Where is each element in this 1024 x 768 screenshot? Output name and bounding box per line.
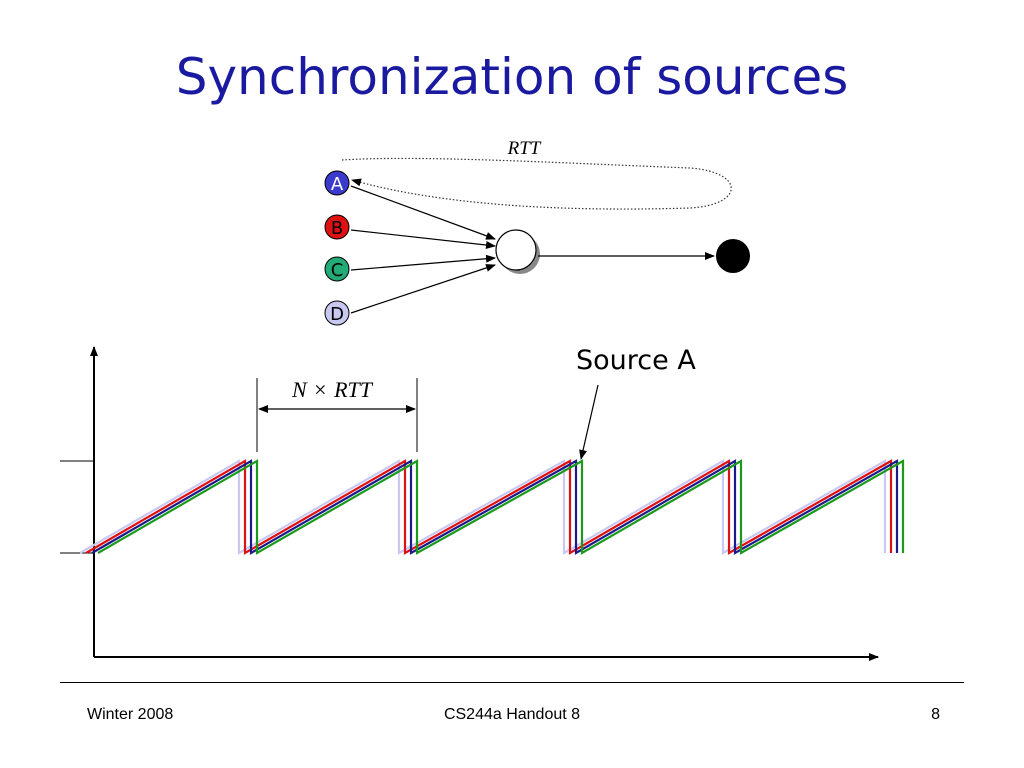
sawtooth-line-3 [91, 459, 899, 555]
interval-label: N × RTT [291, 377, 374, 402]
source-node-b-label: B [331, 218, 343, 239]
sawtooth-series [79, 459, 905, 555]
source-node-d-circle [324, 300, 350, 326]
footer-page-number: 8 [931, 706, 940, 723]
source-node-d-label: D [330, 304, 344, 325]
link-b [350, 229, 496, 249]
source-node-c-circle [324, 256, 350, 282]
footer-rule [60, 682, 964, 683]
source-node-b-circle [324, 214, 350, 240]
sawtooth-line-4 [97, 459, 905, 555]
source-node-a-label: A [331, 174, 344, 195]
slide-title: Synchronization of sources [175, 48, 849, 106]
footer-course: CS244a Handout 8 [443, 706, 581, 723]
source-node-c: C [324, 256, 350, 282]
network-diagram: RTT A B C D [324, 138, 750, 326]
link-d [350, 264, 496, 314]
source-a-callout-label: Source A [576, 345, 696, 376]
rtt-label: RTT [507, 138, 542, 159]
link-c [350, 254, 496, 271]
rtt-loop [341, 157, 732, 210]
router-node [495, 229, 537, 271]
source-node-c-label: C [331, 260, 344, 281]
footer-date: Winter 2008 [87, 706, 174, 723]
interval-label-rtt: RTT [333, 377, 374, 402]
destination-node [716, 239, 750, 273]
sawtooth-line-1 [79, 459, 887, 555]
interval-label-times: × [314, 377, 326, 402]
interval-label-n: N [291, 377, 308, 402]
source-a-callout-arrow [579, 384, 599, 460]
source-node-a-circle [324, 170, 350, 196]
sawtooth-plot: N × RTT Source A [60, 345, 905, 661]
source-node-a: A [324, 170, 350, 196]
sawtooth-line-2 [85, 459, 893, 555]
link-a [350, 185, 496, 240]
source-node-b: B [324, 214, 350, 240]
source-node-d: D [324, 300, 350, 326]
